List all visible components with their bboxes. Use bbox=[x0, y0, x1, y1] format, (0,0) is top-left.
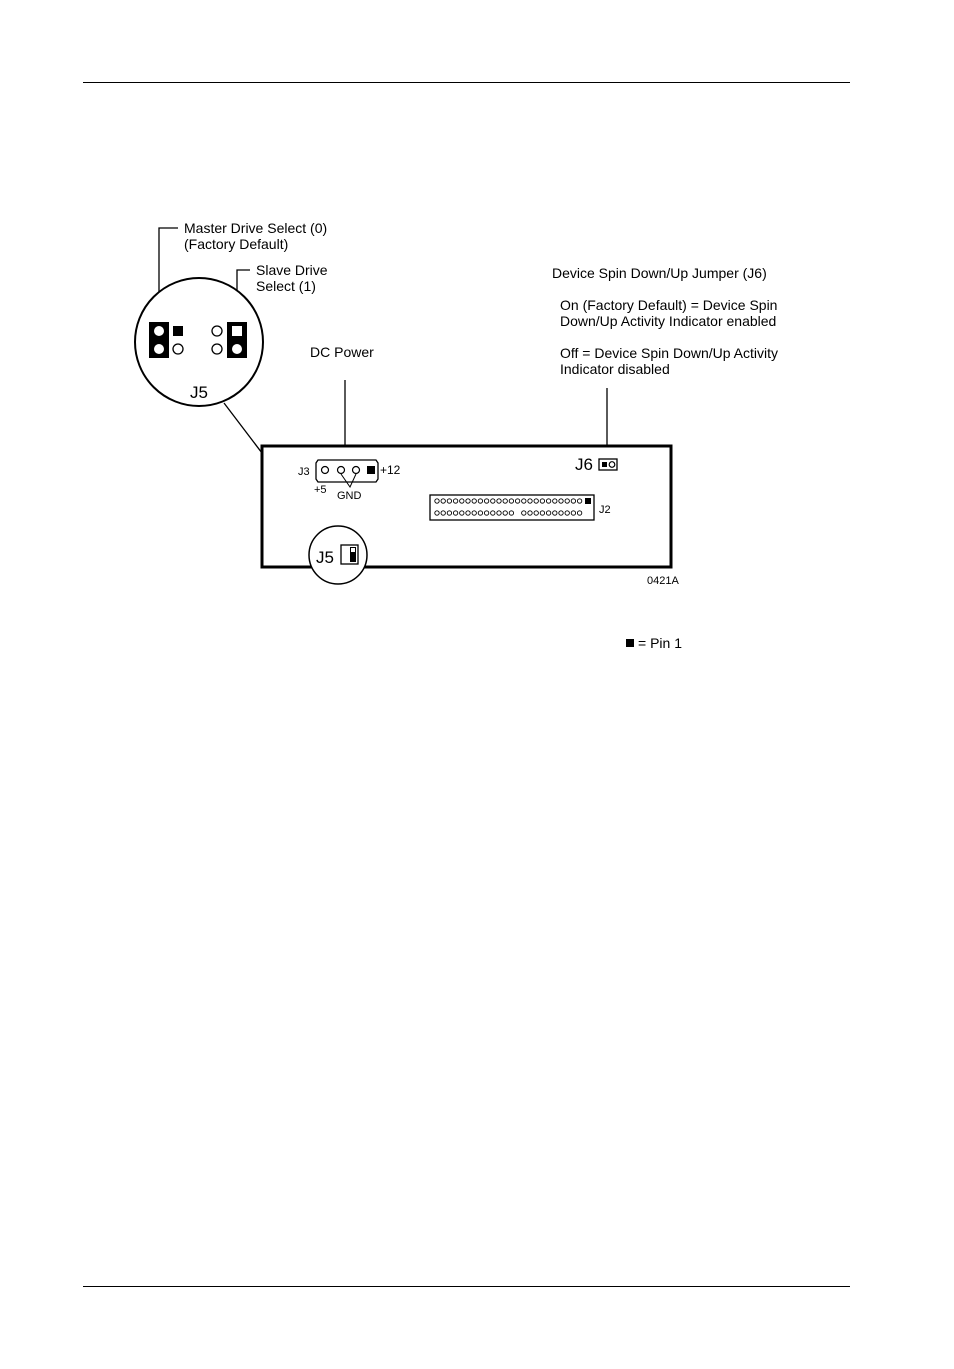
j2-pin bbox=[540, 511, 544, 515]
plus5-label: +5 bbox=[314, 484, 327, 496]
j2-pin bbox=[453, 511, 457, 515]
j2-pin bbox=[484, 499, 488, 503]
j2-pin bbox=[546, 511, 550, 515]
j5-zoom-circle: J5 bbox=[135, 278, 263, 406]
j2-pin bbox=[466, 499, 470, 503]
j2-pin bbox=[447, 499, 451, 503]
spin-on-line2: Down/Up Activity Indicator enabled bbox=[560, 313, 776, 329]
j2-pin bbox=[534, 511, 538, 515]
j2-pin bbox=[472, 499, 476, 503]
j2-pin bbox=[534, 499, 538, 503]
j2-pin bbox=[472, 511, 476, 515]
j2-pin bbox=[460, 499, 464, 503]
j3-pin1-square bbox=[367, 466, 375, 474]
j2-label: J2 bbox=[599, 504, 611, 516]
j2-pin bbox=[571, 499, 575, 503]
slave-label-line2: Select (1) bbox=[256, 278, 316, 294]
j2-pin bbox=[435, 499, 439, 503]
figure-code: 0421A bbox=[647, 575, 679, 587]
j3-label: J3 bbox=[298, 466, 310, 478]
j2-pin bbox=[453, 499, 457, 503]
j2-pin bbox=[497, 511, 501, 515]
j5-zoom-label: J5 bbox=[190, 383, 208, 402]
j2-pin bbox=[491, 511, 495, 515]
j2-pin bbox=[522, 499, 526, 503]
j2-pin bbox=[435, 511, 439, 515]
master-label-line1: Master Drive Select (0) bbox=[184, 220, 327, 236]
j2-pin bbox=[559, 499, 563, 503]
j2-pin bbox=[553, 499, 557, 503]
j2-pin bbox=[466, 511, 470, 515]
j2-pin bbox=[478, 499, 482, 503]
pin1-legend-text: = Pin 1 bbox=[638, 635, 682, 651]
j2-pin bbox=[540, 499, 544, 503]
j2-pin bbox=[503, 511, 507, 515]
j2-pin bbox=[528, 499, 532, 503]
plus12-label: +12 bbox=[380, 463, 401, 477]
spin-on-line1: On (Factory Default) = Device Spin bbox=[560, 297, 777, 313]
j2-pin bbox=[559, 511, 563, 515]
j6-pin1-square bbox=[602, 462, 607, 467]
j2-pin bbox=[441, 511, 445, 515]
j2-pin bbox=[565, 511, 569, 515]
j5-board-label: J5 bbox=[316, 548, 334, 567]
j5-board-circle: J5 bbox=[309, 526, 367, 584]
j2-pin bbox=[478, 511, 482, 515]
j2-pin1-square bbox=[585, 498, 591, 504]
spin-title: Device Spin Down/Up Jumper (J6) bbox=[552, 265, 767, 281]
j2-pin bbox=[528, 511, 532, 515]
j2-connector: J2 bbox=[430, 495, 611, 520]
j2-pin bbox=[460, 511, 464, 515]
j2-pin bbox=[497, 499, 501, 503]
gnd-label: GND bbox=[337, 490, 362, 502]
j2-pin bbox=[491, 499, 495, 503]
master-label-line2: (Factory Default) bbox=[184, 236, 288, 252]
spin-off-line1: Off = Device Spin Down/Up Activity bbox=[560, 345, 778, 361]
j2-pin bbox=[484, 511, 488, 515]
j6-label: J6 bbox=[575, 455, 593, 474]
j2-pin bbox=[509, 511, 513, 515]
j2-pin bbox=[571, 511, 575, 515]
j2-pin bbox=[503, 499, 507, 503]
j2-pin bbox=[553, 511, 557, 515]
j2-pin bbox=[515, 499, 519, 503]
j2-pin bbox=[577, 499, 581, 503]
j2-pin bbox=[577, 511, 581, 515]
slave-label-line1: Slave Drive bbox=[256, 262, 328, 278]
dc-power-label: DC Power bbox=[310, 344, 374, 360]
j2-pin bbox=[447, 511, 451, 515]
j2-pin bbox=[565, 499, 569, 503]
j2-pin bbox=[546, 499, 550, 503]
j2-pin bbox=[441, 499, 445, 503]
spin-off-line2: Indicator disabled bbox=[560, 361, 670, 377]
j2-pin bbox=[522, 511, 526, 515]
j2-pin bbox=[509, 499, 513, 503]
pin1-legend-square bbox=[626, 639, 634, 647]
j5-pin1-square bbox=[173, 326, 183, 336]
